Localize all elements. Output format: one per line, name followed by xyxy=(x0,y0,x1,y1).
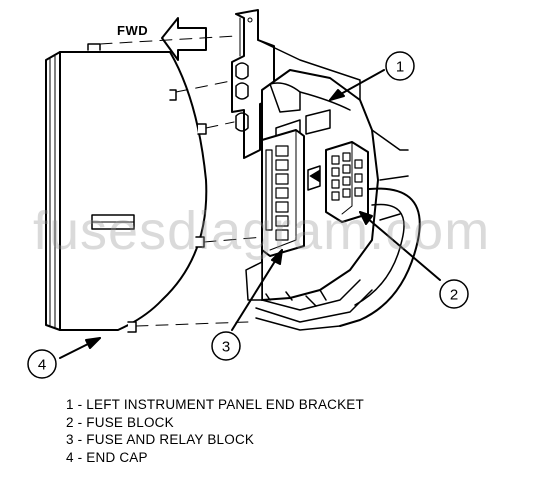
watermark: fusesdiagram.com xyxy=(33,201,491,261)
callout-4-number: 4 xyxy=(38,357,46,374)
callout-3: 3 xyxy=(211,331,241,361)
callout-4: 4 xyxy=(27,349,57,379)
legend-item-2: 2 - FUSE BLOCK xyxy=(66,414,174,430)
direction-label: FWD xyxy=(117,23,149,38)
legend-item-4: 4 - END CAP xyxy=(66,449,148,465)
callout-2-number: 2 xyxy=(450,287,458,304)
callout-leaders xyxy=(59,69,441,359)
legend-item-1: 1 - LEFT INSTRUMENT PANEL END BRACKET xyxy=(66,397,364,412)
callout-3-number: 3 xyxy=(222,339,230,356)
callout-1-number: 1 xyxy=(396,59,404,76)
callout-2: 2 xyxy=(439,279,469,309)
dash-panel xyxy=(255,187,421,331)
end-bracket xyxy=(231,9,361,159)
callout-1: 1 xyxy=(385,51,415,81)
fuse-and-relay-block xyxy=(261,129,305,257)
fuse-block xyxy=(309,141,369,223)
legend: 1 - LEFT INSTRUMENT PANEL END BRACKET 2 … xyxy=(66,396,364,466)
legend-item-3: 3 - FUSE AND RELAY BLOCK xyxy=(66,432,255,447)
end-cap xyxy=(45,43,208,333)
